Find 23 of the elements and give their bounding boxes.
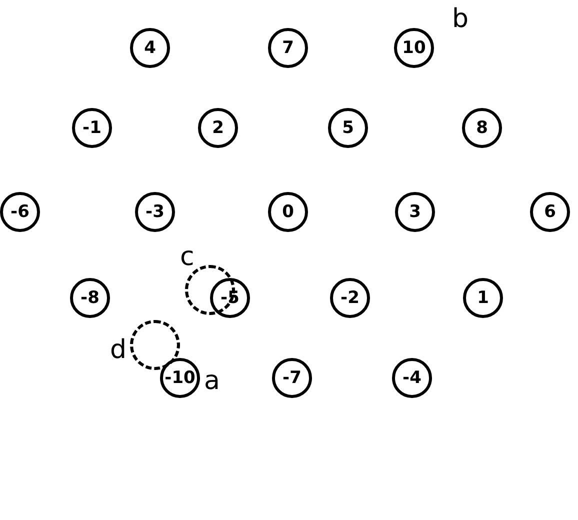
letter-label: d — [110, 337, 127, 363]
number-circle: -8 — [70, 278, 110, 318]
number-circle: -3 — [135, 192, 175, 232]
number-circle: -10 — [160, 358, 200, 398]
number-circle: 2 — [198, 108, 238, 148]
letter-label: a — [204, 368, 220, 394]
number-circle: 7 — [268, 28, 308, 68]
number-circle: 1 — [463, 278, 503, 318]
number-circle: 6 — [530, 192, 570, 232]
number-circle: -1 — [72, 108, 112, 148]
dashed-circle — [130, 320, 180, 370]
letter-label: c — [180, 244, 194, 270]
letter-label: b — [452, 6, 469, 32]
number-circle: 0 — [268, 192, 308, 232]
number-circle: -2 — [330, 278, 370, 318]
number-circle: 10 — [394, 28, 434, 68]
number-circle: 4 — [130, 28, 170, 68]
number-circle: 3 — [395, 192, 435, 232]
number-circle: 5 — [328, 108, 368, 148]
number-circle: -4 — [392, 358, 432, 398]
number-circle: 8 — [462, 108, 502, 148]
number-circle: -6 — [0, 192, 40, 232]
number-circle: -7 — [272, 358, 312, 398]
